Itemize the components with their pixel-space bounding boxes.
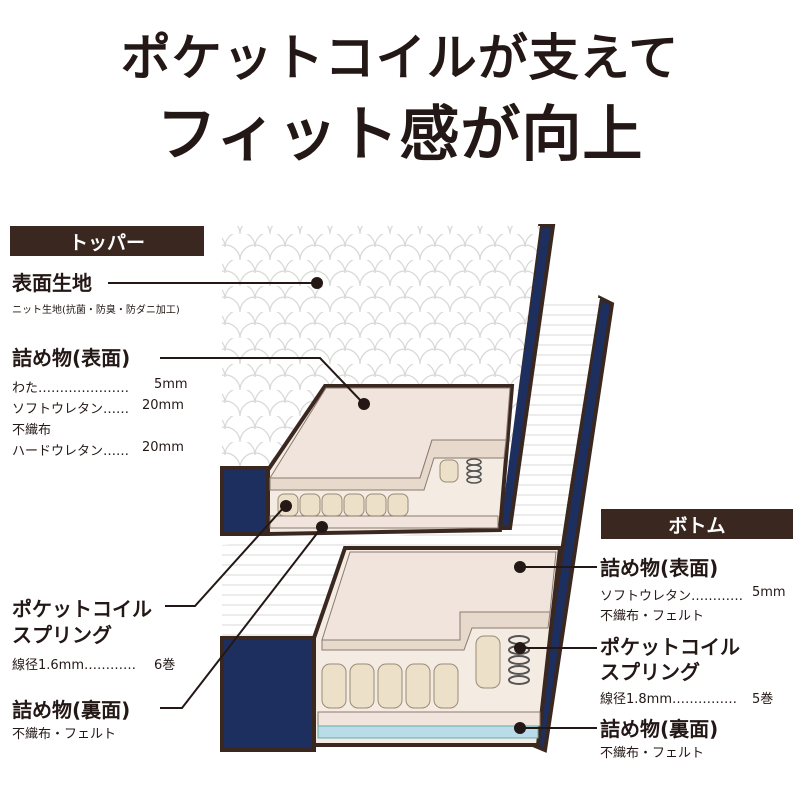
bottom-title: ボトム: [668, 514, 726, 537]
bottom-front-panel: [220, 636, 316, 752]
topper-coil-label-line2: スプリング: [12, 623, 112, 647]
topper-front-panel: [220, 466, 270, 536]
leader-dots: [280, 277, 526, 734]
topper-title-bar: トッパー: [10, 226, 204, 256]
topper-pad-step: [269, 439, 507, 491]
bottom-mattress: [220, 294, 615, 753]
topper-filling-row-1-value: 20mm: [142, 398, 184, 413]
bottom-title-bar: ボトム: [601, 509, 793, 539]
topper-mattress: [220, 224, 556, 537]
row-dots: …………………: [38, 381, 130, 396]
leader-topper-coil: [165, 505, 286, 607]
topper-coil-spec-value: 6巻: [154, 658, 176, 673]
dot-bottom-filling-bottom: [514, 722, 526, 734]
headline-line-1: ポケットコイルが支えて: [120, 29, 680, 87]
leader-lines: [108, 282, 597, 729]
topper-felt-layer: [269, 515, 499, 529]
dot-topper-filling-bottom: [316, 521, 328, 533]
bottom-filling-row-0-value: 5mm: [752, 585, 786, 600]
bottom-coil-spec: 線径1.8mm……………: [600, 688, 737, 707]
topper-filling-row-1: ソフトウレタン……: [12, 398, 129, 417]
topper-coil-label-line1: ポケットコイル: [12, 597, 152, 621]
bottom-coil-label-line1: ポケットコイル: [600, 635, 740, 659]
topper-title: トッパー: [68, 231, 145, 254]
bottom-filling-row-0: ソフトウレタン…………: [600, 585, 743, 604]
topper-fabric-detail: ニット生地(抗菌・防臭・防ダニ加工): [12, 305, 180, 316]
leader-topper-filling-bottom: [160, 526, 323, 709]
bottom-filling-bottom-detail: 不織布・フェルト: [600, 746, 705, 761]
bottom-filling-bottom-label: 詰め物(裏面): [600, 717, 719, 741]
bottom-coil-row: [321, 635, 501, 709]
headline-line-2: フィット感が向上: [156, 100, 644, 170]
topper-filling-row-0: わた…………………: [12, 377, 129, 396]
row-name: 不織布: [12, 423, 52, 438]
bottom-pad-step: [321, 611, 551, 651]
row-name: ソフトウレタン: [12, 402, 104, 417]
spec-dots: …………: [84, 658, 137, 673]
topper-fabric-label: 表面生地: [12, 271, 92, 295]
topper-filling-bottom-label: 詰め物(裏面): [12, 698, 131, 722]
bottom-top-surface: [222, 298, 600, 645]
topper-filling-row-2: 不織布: [12, 419, 51, 438]
row-name: ハードウレタン: [12, 444, 104, 459]
bottom-filling-top-label: 詰め物(表面): [600, 556, 719, 580]
leader-topper-filling-top: [160, 357, 363, 403]
spec-dots: ……………: [672, 692, 738, 707]
topper-filling-top-label: 詰め物(表面): [12, 346, 131, 370]
row-name: 不織布・フェルト: [600, 609, 705, 624]
topper-coil-row: [277, 459, 459, 517]
bottom-coil-spec-value: 5巻: [752, 692, 774, 707]
dot-bottom-coil: [514, 642, 526, 654]
topper-filling-row-3: ハードウレタン……: [12, 440, 129, 459]
topper-filling-row-0-value: 5mm: [154, 377, 188, 392]
topper-filling-bottom-detail: 不織布・フェルト: [12, 727, 117, 742]
dot-topper-coil: [280, 500, 292, 512]
bottom-filling-row-1: 不織布・フェルト: [600, 605, 704, 624]
dot-topper-filling-top: [358, 398, 370, 410]
topper-coil-spec: 線径1.6mm…………: [12, 654, 136, 673]
dot-topper-fabric: [311, 277, 323, 289]
spec-name: 線径1.8mm: [600, 692, 673, 707]
bottom-coil-label-line2: スプリング: [600, 660, 700, 684]
row-dots: ……: [103, 444, 130, 459]
row-name: ソフトウレタン: [600, 589, 692, 604]
row-dots: …………: [691, 589, 744, 604]
row-dots: ……: [103, 402, 130, 417]
topper-filling-row-3-value: 20mm: [142, 440, 184, 455]
bottom-blue-layer: [317, 725, 539, 739]
bottom-felt-layer: [317, 711, 541, 727]
topper-exposed-coil: [466, 458, 482, 484]
dot-bottom-filling-top: [514, 561, 526, 573]
spec-name: 線径1.6mm: [12, 658, 85, 673]
row-name: わた: [12, 381, 39, 396]
